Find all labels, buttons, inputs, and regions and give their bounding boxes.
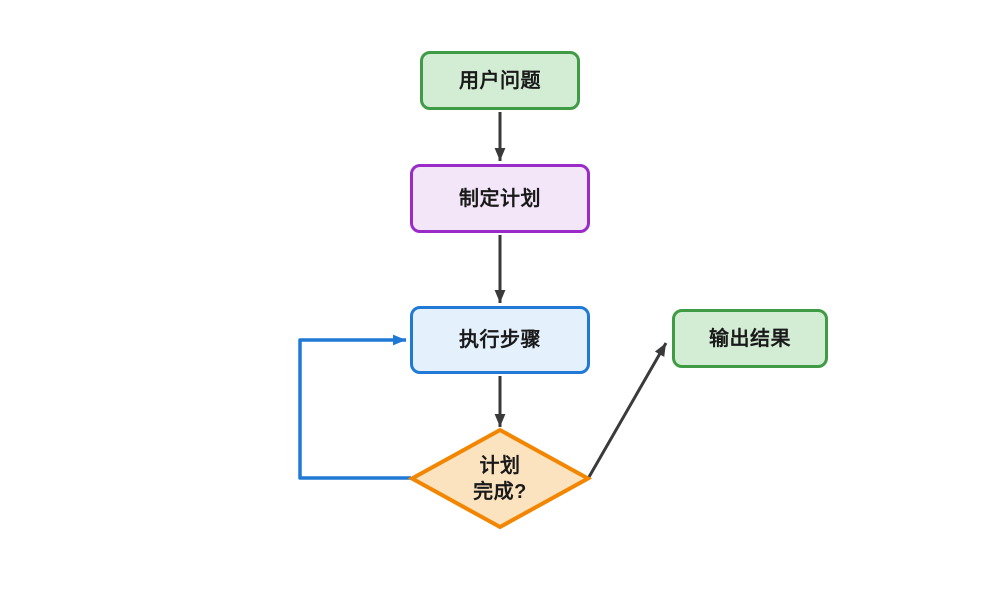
node-output-result: 输出结果 bbox=[672, 309, 828, 368]
node-plan-complete: 计划 完成? bbox=[412, 430, 588, 527]
node-user-question-label: 用户问题 bbox=[459, 69, 541, 92]
node-make-plan: 制定计划 bbox=[410, 164, 590, 233]
edge-plan-complete-to-output-result bbox=[587, 342, 668, 478]
node-execute-steps-label: 执行步骤 bbox=[459, 329, 541, 351]
node-plan-complete-label: 计划 完成? bbox=[473, 454, 527, 503]
node-user-question: 用户问题 bbox=[420, 51, 580, 110]
node-output-result-label: 输出结果 bbox=[709, 327, 791, 350]
edge-loop-plan-complete-to-execute-steps bbox=[298, 334, 411, 480]
node-make-plan-label: 制定计划 bbox=[459, 187, 541, 210]
node-execute-steps: 执行步骤 bbox=[410, 306, 590, 374]
